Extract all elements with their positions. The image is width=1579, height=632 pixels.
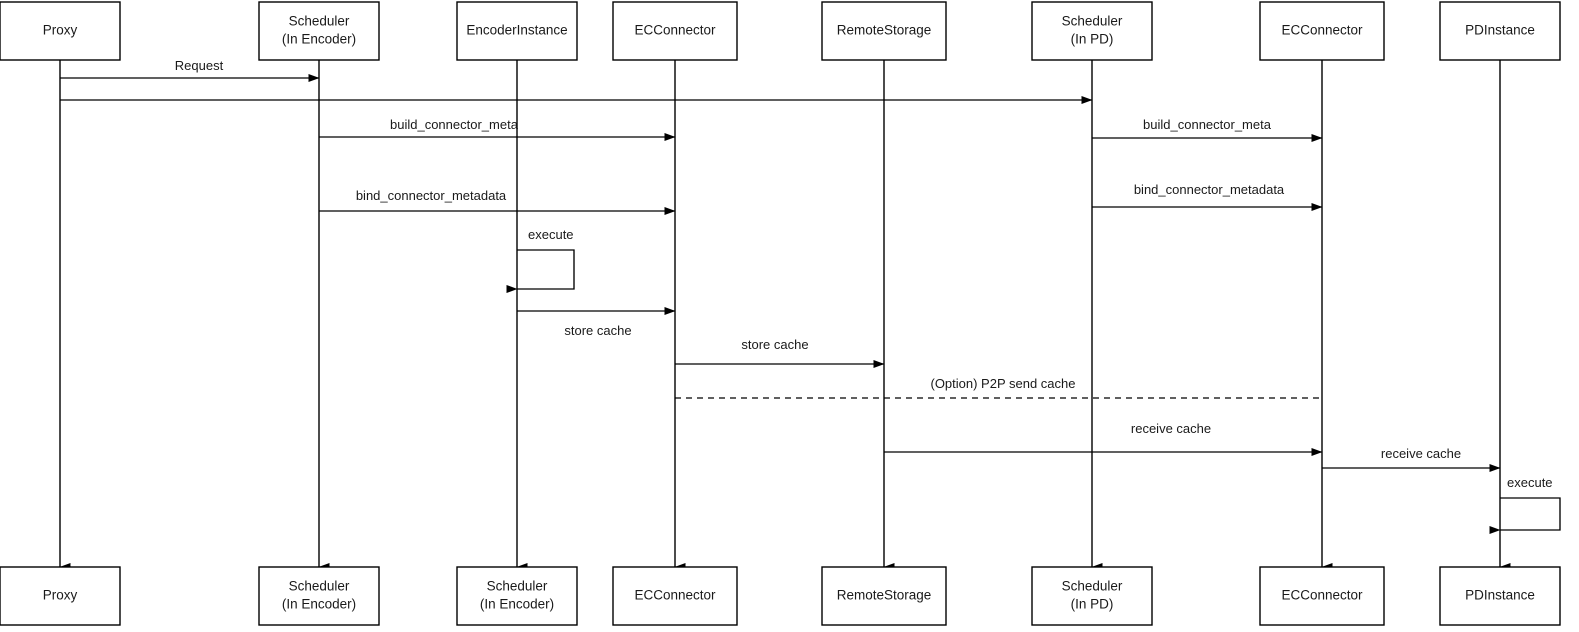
participant-footer-pd_instance[interactable]: PDInstance — [1439, 566, 1561, 626]
participant-box — [1259, 1, 1385, 61]
participant-label: EncoderInstance — [466, 23, 567, 38]
self-message-label: execute — [1507, 475, 1553, 490]
message-m8[interactable]: store cache — [675, 337, 885, 368]
message-m1[interactable]: Request — [60, 58, 320, 82]
message-m10[interactable]: receive cache — [884, 421, 1323, 456]
participant-box — [456, 1, 578, 61]
participant-label: ECConnector — [634, 23, 716, 38]
participant-footer-ecconn_right[interactable]: ECConnector — [1259, 566, 1385, 626]
message-label: store cache — [564, 323, 631, 338]
participant-label: Proxy — [43, 23, 78, 38]
message-m4[interactable]: build_connector_meta — [1092, 117, 1323, 142]
participant-header-proxy[interactable]: Proxy — [0, 1, 121, 61]
message-label: bind_connector_metadata — [1134, 182, 1285, 197]
self-messages-group: execute execute — [506, 227, 1561, 534]
self-message-s1[interactable]: execute — [506, 227, 575, 293]
participant-label-line1: Scheduler — [1062, 14, 1123, 29]
participant-box — [1031, 1, 1153, 61]
participant-box — [821, 566, 947, 626]
message-label: receive cache — [1131, 421, 1211, 436]
participant-footer-sched_pd[interactable]: Scheduler (In PD) — [1031, 566, 1153, 626]
participant-footer-encoder_inst[interactable]: Scheduler (In Encoder) — [456, 566, 578, 626]
participant-label: RemoteStorage — [837, 23, 932, 38]
participant-header-sched_enc[interactable]: Scheduler (In Encoder) — [258, 1, 380, 61]
participant-box — [456, 566, 578, 626]
message-m7[interactable]: store cache — [517, 307, 676, 338]
message-label: receive cache — [1381, 446, 1461, 461]
participant-box — [258, 566, 380, 626]
participant-label-line1: Scheduler — [289, 579, 350, 594]
participant-header-encoder_inst[interactable]: EncoderInstance — [456, 1, 578, 61]
message-m3[interactable]: build_connector_meta — [319, 117, 676, 141]
participant-label-line1: Scheduler — [1062, 579, 1123, 594]
participant-header-pd_instance[interactable]: PDInstance — [1439, 1, 1561, 61]
participant-headers-group: Proxy Scheduler (In Encoder) EncoderInstanc… — [0, 1, 1561, 61]
participant-box — [612, 566, 738, 626]
message-label: bind_connector_metadata — [356, 188, 507, 203]
self-message-s2[interactable]: execute — [1489, 475, 1561, 534]
participant-header-ecconn_right[interactable]: ECConnector — [1259, 1, 1385, 61]
participant-label: PDInstance — [1465, 588, 1535, 603]
participant-label-line2: (In PD) — [1071, 32, 1114, 47]
participant-box — [1439, 566, 1561, 626]
participant-label: Proxy — [43, 588, 78, 603]
participant-box — [821, 1, 947, 61]
message-m5[interactable]: bind_connector_metadata — [319, 188, 676, 215]
self-message-label: execute — [528, 227, 574, 242]
participant-label-line1: Scheduler — [487, 579, 548, 594]
participant-header-remote_storage[interactable]: RemoteStorage — [821, 1, 947, 61]
participant-label: ECConnector — [1281, 588, 1363, 603]
participant-header-sched_pd[interactable]: Scheduler (In PD) — [1031, 1, 1153, 61]
messages-group: Request build_connector_meta build_connect… — [60, 58, 1501, 472]
participant-header-ecconn_left[interactable]: ECConnector — [612, 1, 738, 61]
message-m9[interactable]: (Option) P2P send cache — [675, 376, 1322, 399]
message-label: build_connector_meta — [1143, 117, 1272, 132]
participant-footer-ecconn_left[interactable]: ECConnector — [612, 566, 738, 626]
message-label: build_connector_meta — [390, 117, 519, 132]
participant-box — [1439, 1, 1561, 61]
participant-footers-group: Proxy Scheduler (In Encoder) Scheduler (In E… — [0, 566, 1561, 626]
participant-label-line2: (In Encoder) — [282, 32, 356, 47]
self-message-loop — [506, 249, 575, 293]
lifelines-group — [59, 60, 1511, 571]
participant-box — [0, 1, 121, 61]
participant-box — [258, 1, 380, 61]
participant-label-line1: Scheduler — [289, 14, 350, 29]
participant-footer-proxy[interactable]: Proxy — [0, 566, 121, 626]
message-label: Request — [175, 58, 224, 73]
self-message-loop — [1489, 497, 1561, 534]
participant-label-line2: (In Encoder) — [282, 597, 356, 612]
participant-footer-remote_storage[interactable]: RemoteStorage — [821, 566, 947, 626]
participant-label: RemoteStorage — [837, 588, 932, 603]
participant-label-line2: (In PD) — [1071, 597, 1114, 612]
participant-box — [612, 1, 738, 61]
participant-box — [0, 566, 121, 626]
participant-box — [1259, 566, 1385, 626]
participant-footer-sched_enc[interactable]: Scheduler (In Encoder) — [258, 566, 380, 626]
participant-label: ECConnector — [634, 588, 716, 603]
participant-label: ECConnector — [1281, 23, 1363, 38]
participant-label-line2: (In Encoder) — [480, 597, 554, 612]
participant-box — [1031, 566, 1153, 626]
message-m6[interactable]: bind_connector_metadata — [1092, 182, 1323, 211]
participant-label: PDInstance — [1465, 23, 1535, 38]
message-label: (Option) P2P send cache — [930, 376, 1075, 391]
message-label: store cache — [741, 337, 808, 352]
message-m11[interactable]: receive cache — [1322, 446, 1501, 472]
